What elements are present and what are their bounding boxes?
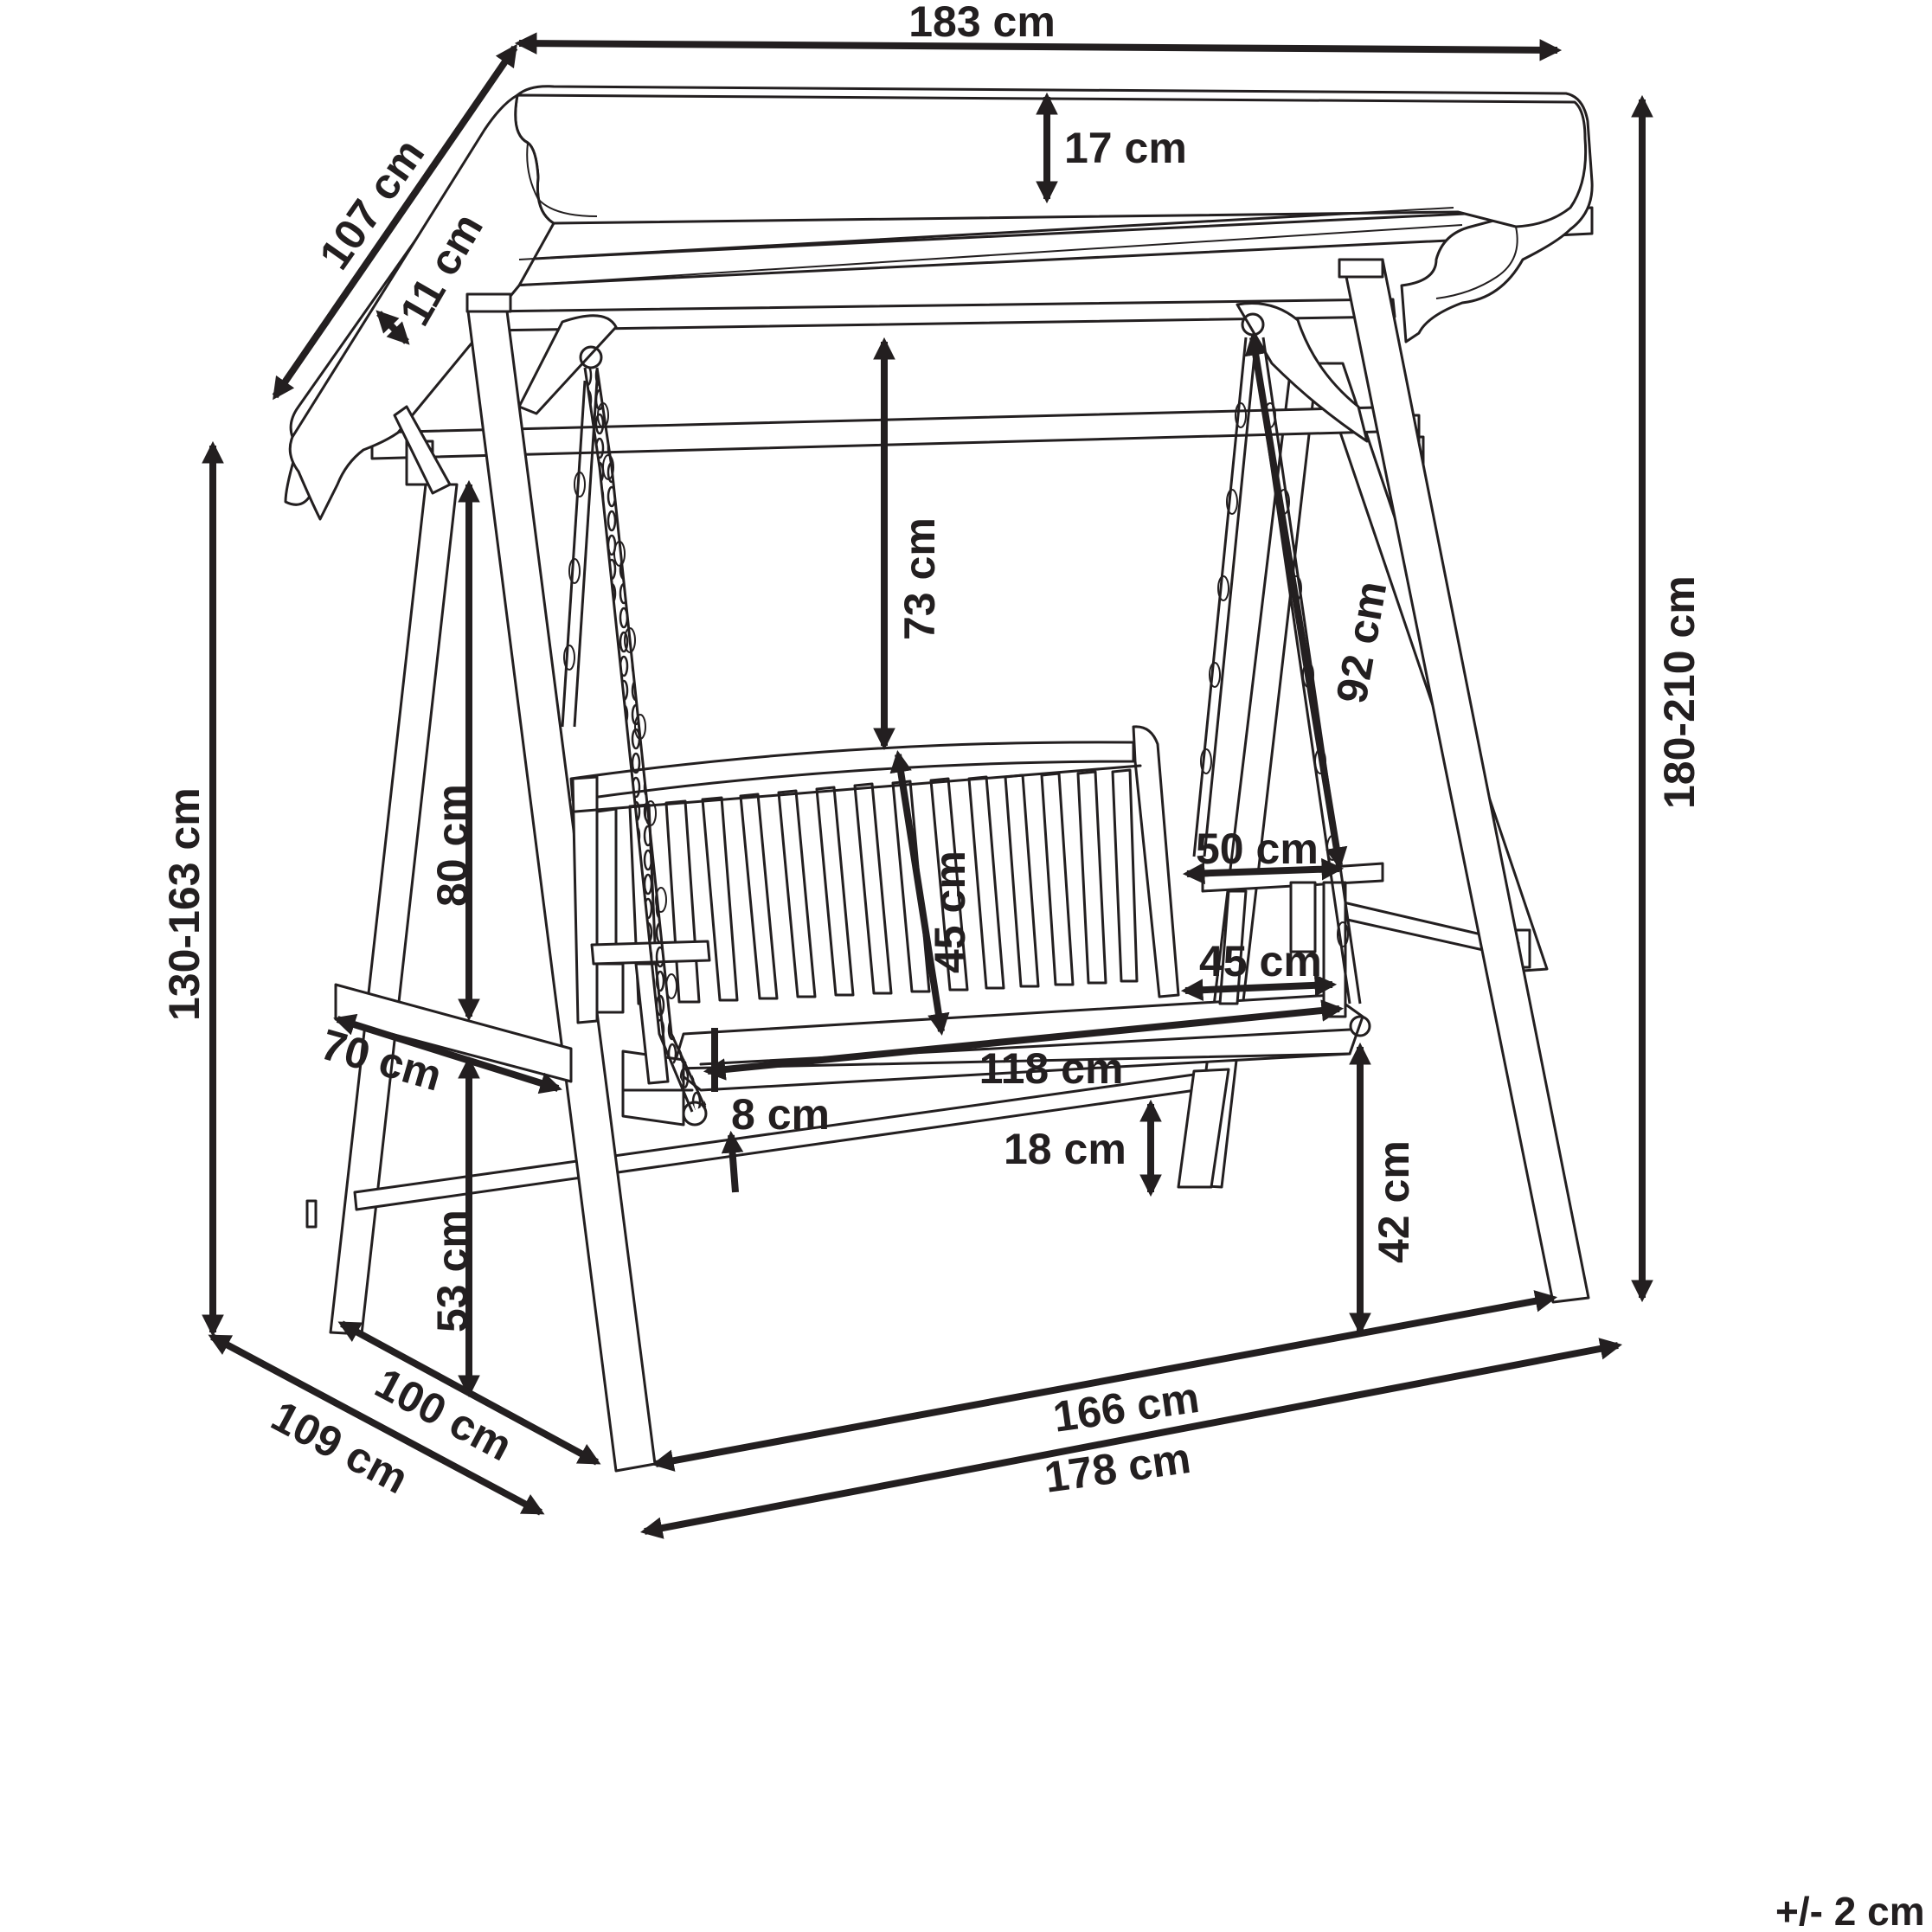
dimension-labels: 183 cm 17 cm 107 cm 11 cm 73 cm 45 cm 92… <box>160 0 1925 1932</box>
dim-line-seat-width <box>703 999 1345 1081</box>
label-crossbar-height: 18 cm <box>1004 1125 1126 1173</box>
dim-line-seat-depth <box>1180 974 1338 1001</box>
label-swing-total-height: 130-163 cm <box>160 787 209 1021</box>
label-leg-height: 80 cm <box>428 784 477 907</box>
dim-line-base-depth-outer <box>208 1333 545 1516</box>
dim-line-hanging-length <box>1244 332 1348 870</box>
label-tolerance: +/- 2 cm <box>1775 1889 1925 1932</box>
backrest-slats <box>595 768 1139 1005</box>
dimension-lines <box>202 32 1653 1539</box>
label-hanging-length: 92 cm <box>1327 578 1396 707</box>
label-armrest-length: 50 cm <box>1196 825 1319 873</box>
label-seat-depth: 45 cm <box>1199 937 1322 985</box>
dim-line-backrest-height <box>889 749 950 1037</box>
label-seat-floor-clearance: 42 cm <box>1370 1140 1418 1263</box>
label-backrest-height: 45 cm <box>926 850 974 973</box>
label-seat-thickness: 8 cm <box>731 1090 830 1139</box>
label-base-width-outer: 178 cm <box>1042 1434 1194 1502</box>
label-frame-total-height: 180-210 cm <box>1655 575 1704 809</box>
chains <box>561 337 1371 1126</box>
dim-line-side-depth <box>333 1013 562 1094</box>
label-crossbar-floor: 53 cm <box>428 1210 477 1332</box>
dim-line-seat-thickness <box>721 1130 744 1193</box>
label-canopy-width: 183 cm <box>908 0 1056 46</box>
dim-line-canopy-width <box>514 32 1563 61</box>
dim-line-canopy-depth <box>272 43 518 401</box>
dim-line-roof-offset <box>375 310 410 345</box>
label-chain-length: 73 cm <box>895 517 944 640</box>
label-seat-width: 118 cm <box>979 1044 1124 1093</box>
label-canopy-height: 17 cm <box>1064 124 1187 172</box>
dim-line-base-width-outer <box>639 1338 1623 1539</box>
dim-line-armrest-length <box>1182 857 1345 885</box>
